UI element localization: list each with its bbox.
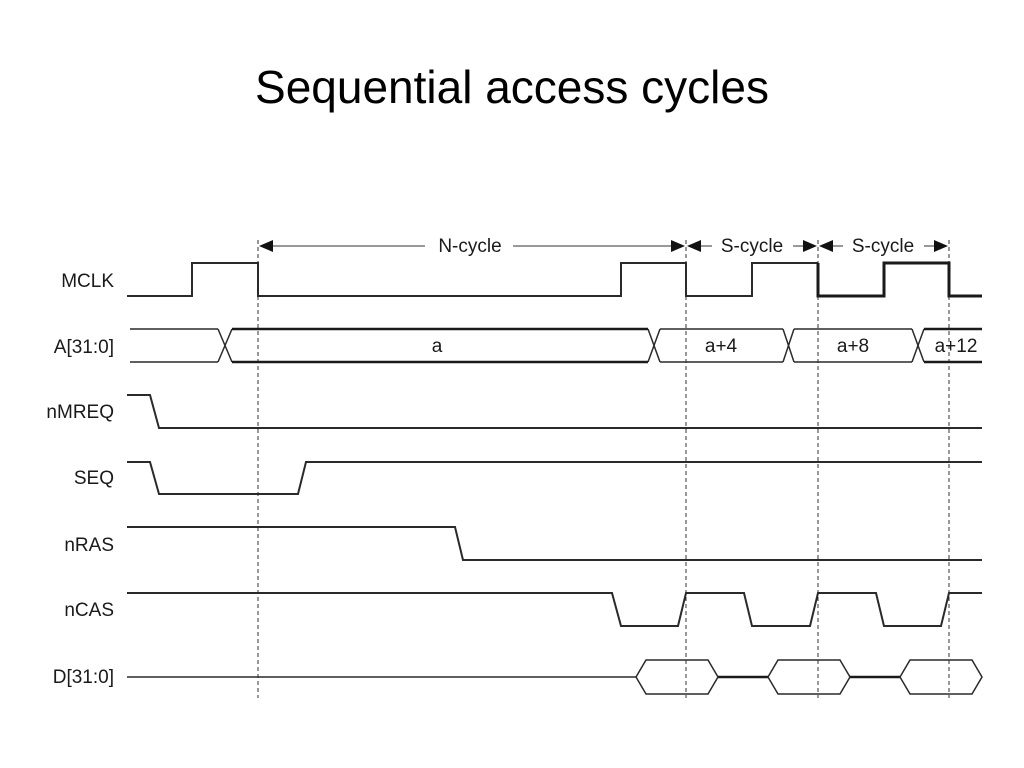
address-bus-waveform: a a+4 a+8 a+12 — [130, 327, 982, 364]
n-cycle-left-arrowhead — [259, 240, 273, 252]
signal-label-nras: nRAS — [64, 535, 114, 556]
seq-waveform — [127, 461, 982, 495]
data-bus-waveform — [127, 659, 983, 695]
signal-label-ncas: nCAS — [64, 600, 114, 621]
s-cycle-2-left-arrowhead — [819, 240, 833, 252]
mclk-waveform — [127, 261, 982, 298]
signal-labels: MCLK A[31:0] nMREQ SEQ nRAS nCAS D[31:0] — [46, 271, 114, 688]
address-value-a: a — [432, 336, 443, 357]
data-valid-window-3 — [899, 659, 983, 695]
s-cycle-1-right-arrowhead — [803, 240, 817, 252]
signal-label-seq: SEQ — [74, 468, 114, 489]
ncas-waveform — [127, 592, 982, 627]
s-cycle-1-left-arrowhead — [687, 240, 701, 252]
address-transition-4-b — [911, 328, 925, 363]
address-value-a-plus-12: a+12 — [935, 336, 978, 357]
signal-label-nmreq: nMREQ — [46, 402, 114, 423]
address-transition-1-b — [217, 328, 233, 363]
n-cycle-label: N-cycle — [438, 236, 501, 257]
address-transition-3-b — [782, 328, 795, 363]
address-value-a-plus-4: a+4 — [705, 336, 738, 357]
s-cycle-2-label: S-cycle — [852, 236, 914, 257]
s-cycle-1-label: S-cycle — [721, 236, 783, 257]
mclk-trace — [127, 262, 818, 297]
s-cycle-2-annotation: S-cycle — [819, 236, 948, 257]
s-cycle-2-right-arrowhead — [934, 240, 948, 252]
s-cycle-1-annotation: S-cycle — [687, 236, 817, 257]
n-cycle-right-arrowhead — [671, 240, 685, 252]
signal-label-address-bus: A[31:0] — [54, 337, 114, 358]
data-valid-window-1 — [635, 659, 719, 695]
nmreq-waveform — [127, 394, 982, 429]
nras-waveform — [127, 526, 982, 561]
address-value-a-plus-8: a+8 — [837, 336, 869, 357]
signal-label-data-bus: D[31:0] — [53, 667, 114, 688]
slide-title: Sequential access cycles — [255, 61, 769, 113]
mclk-trace-sequential — [816, 261, 982, 298]
cycle-boundary-guides — [257, 240, 950, 698]
n-cycle-annotation: N-cycle — [259, 236, 685, 257]
address-transition-2-b — [647, 328, 661, 363]
data-valid-window-2 — [767, 659, 851, 695]
signal-label-mclk: MCLK — [61, 271, 114, 292]
